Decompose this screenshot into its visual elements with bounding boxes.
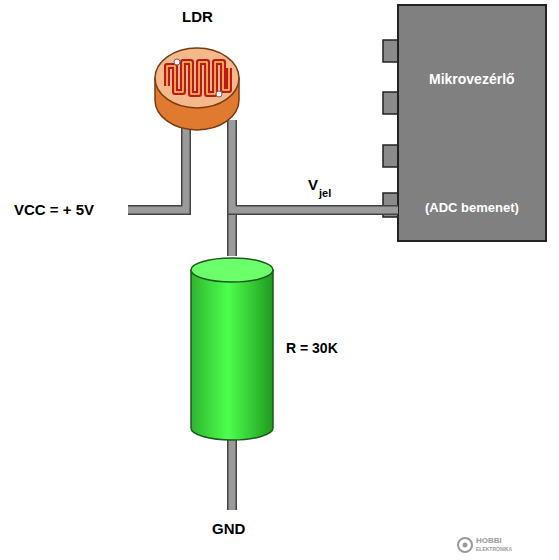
resistor-symbol bbox=[191, 258, 273, 440]
resistance-label: R = 30K bbox=[286, 340, 338, 356]
signal-subscript: jel bbox=[319, 187, 331, 199]
microcontroller-box: Mikrovezérlő (ADC bemenet) bbox=[398, 5, 546, 241]
gnd-wire bbox=[232, 430, 233, 510]
ldr-leg bbox=[232, 120, 233, 136]
resistor-node: R = 30K bbox=[188, 256, 348, 442]
mcu-pins bbox=[383, 40, 399, 217]
ldr-symbol bbox=[155, 48, 239, 130]
adc-input-label: (ADC bemenet) bbox=[425, 200, 519, 215]
mcu-housing bbox=[398, 5, 546, 241]
ldr-node: LDR bbox=[150, 4, 244, 136]
watermark-logo bbox=[458, 538, 472, 552]
ground-label: GND bbox=[212, 520, 245, 537]
wire-stroke bbox=[232, 136, 398, 210]
watermark: ELEKTRONIKA bbox=[476, 546, 512, 552]
mcu-title: Mikrovezérlő bbox=[429, 71, 515, 87]
signal-label: V bbox=[308, 176, 318, 193]
watermark: HOBBI bbox=[476, 536, 502, 545]
supply-label: VCC = + 5V bbox=[14, 201, 94, 218]
ldr-label: LDR bbox=[182, 8, 213, 25]
wire-stroke bbox=[232, 136, 398, 210]
wire bbox=[232, 136, 398, 210]
vcc-wire bbox=[128, 120, 186, 210]
